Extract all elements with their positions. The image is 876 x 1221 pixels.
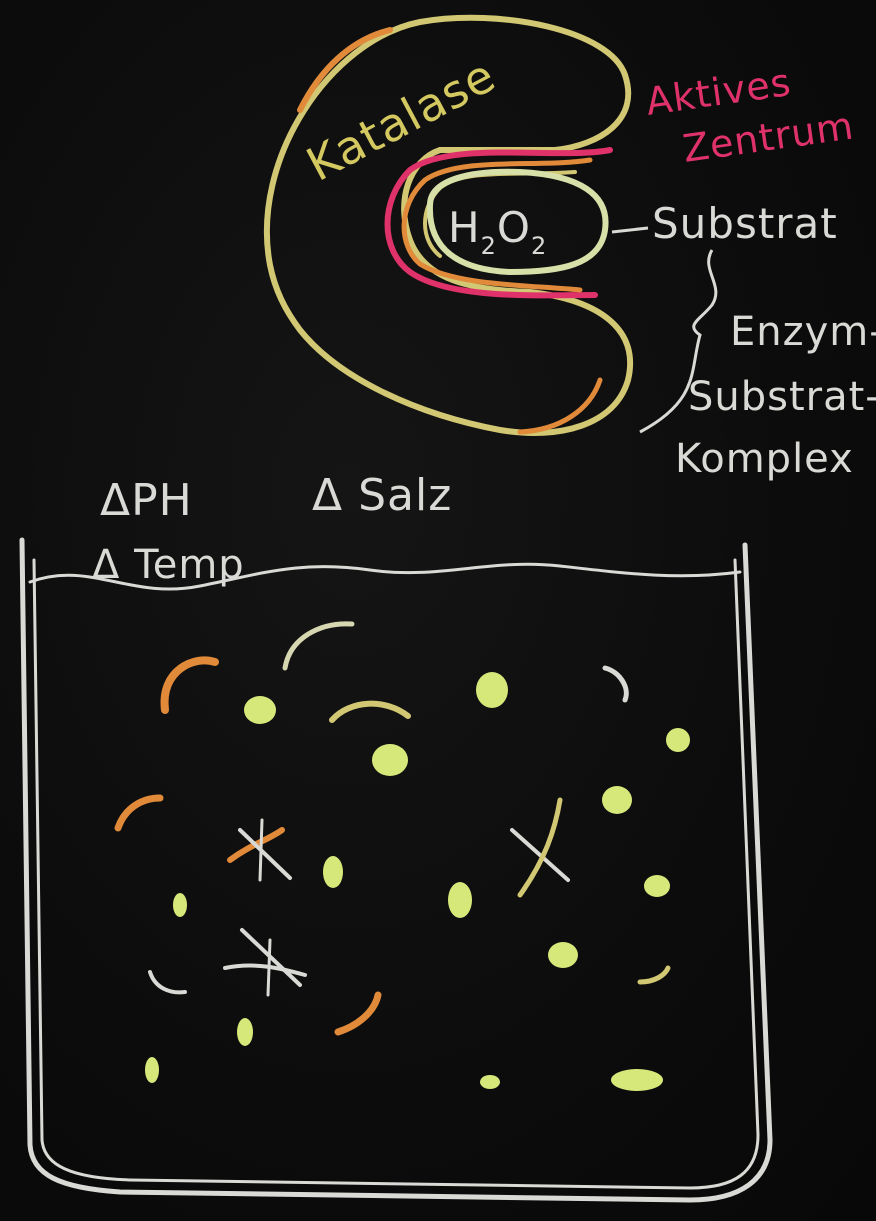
substrate-formula: H2O2 — [448, 203, 547, 260]
substrate-molecules — [145, 672, 690, 1091]
factor-ph: ΔPH — [100, 475, 193, 526]
substrate-label: Substrat — [652, 199, 838, 248]
enzyme-outline — [263, 14, 634, 436]
formula-h: H — [448, 203, 481, 252]
enzymes-in-solution — [114, 621, 671, 1036]
factor-salt: Δ Salz — [312, 470, 452, 521]
complex-brace — [639, 249, 718, 434]
complex-label-line2: Substrat- — [688, 374, 876, 420]
factor-temp: Δ Temp — [92, 542, 245, 588]
denatured-enzymes — [223, 797, 570, 997]
substrate-connector — [611, 226, 649, 234]
complex-label-line1: Enzym- — [730, 309, 876, 355]
substrate-molecule: H2O2 — [426, 168, 609, 276]
water-surface — [28, 562, 742, 591]
complex-label-line3: Komplex — [675, 436, 854, 482]
beaker — [19, 537, 773, 1203]
